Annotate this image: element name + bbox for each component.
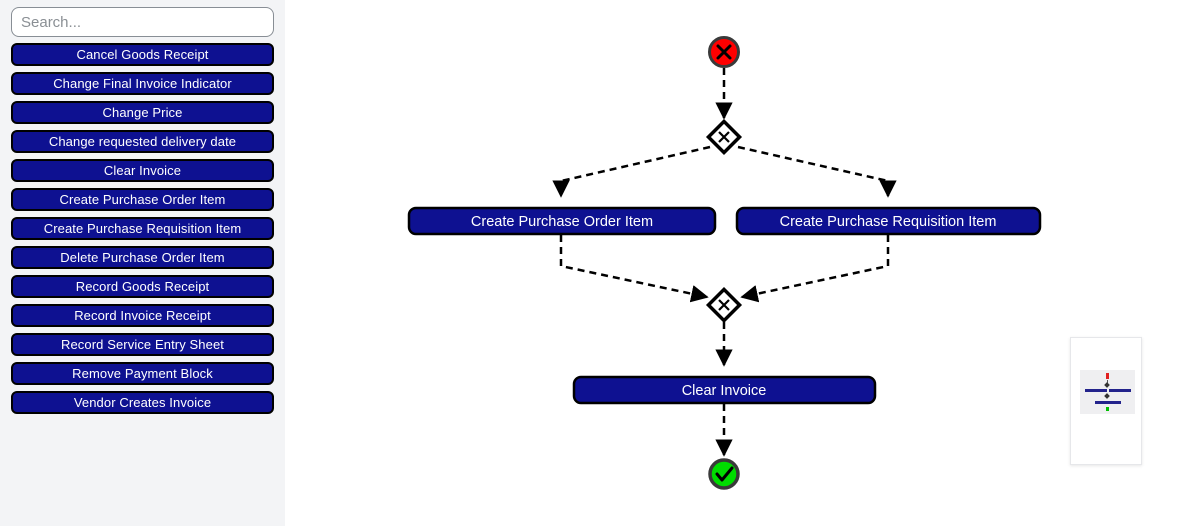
sidebar-item[interactable]: Create Purchase Requisition Item <box>11 217 274 240</box>
task-box <box>735 206 1042 236</box>
sidebar-item[interactable]: Record Goods Receipt <box>11 275 274 298</box>
task-create-purchase-order-item[interactable]: Create Purchase Order Item <box>407 206 717 236</box>
x-glyph <box>716 44 732 60</box>
task-box <box>407 206 717 236</box>
minimap-gateway-split <box>1104 382 1110 388</box>
task-create-purchase-requisition-item[interactable]: Create Purchase Requisition Item <box>735 206 1042 236</box>
sidebar-item[interactable]: Remove Payment Block <box>11 362 274 385</box>
sidebar-item[interactable]: Change requested delivery date <box>11 130 274 153</box>
check-circle-icon <box>708 458 740 490</box>
task-box <box>572 375 877 405</box>
diagram-canvas[interactable]: Create Purchase Order Item Create Purcha… <box>285 0 1204 526</box>
minimap-task-po <box>1085 389 1107 392</box>
check-glyph <box>715 466 734 482</box>
sidebar-item[interactable]: Create Purchase Order Item <box>11 188 274 211</box>
minimap-flow <box>1107 380 1108 384</box>
flow-gateway-to-task-po <box>552 145 711 198</box>
sidebar-item[interactable]: Change Final Invoice Indicator <box>11 72 274 95</box>
task-label: Create Purchase Order Item <box>471 214 653 230</box>
minimap-gateway-join <box>1104 393 1110 399</box>
minimap-start-node <box>1106 373 1109 379</box>
sidebar-item[interactable]: Clear Invoice <box>11 159 274 182</box>
process-flow-diagram: Create Purchase Order Item Create Purcha… <box>407 36 1042 490</box>
gateway-join-node[interactable] <box>705 286 743 324</box>
search-input[interactable] <box>11 7 274 37</box>
task-label: Create Purchase Requisition Item <box>780 214 997 230</box>
minimap-task-clear <box>1095 401 1121 404</box>
search-container <box>11 7 274 37</box>
task-clear-invoice[interactable]: Clear Invoice <box>572 375 877 405</box>
minimap-viewport[interactable] <box>1080 370 1135 414</box>
start-event-node[interactable] <box>708 36 740 68</box>
gateway-x-glyph <box>718 299 730 311</box>
sidebar-item[interactable]: Record Invoice Receipt <box>11 304 274 327</box>
sidebar-item[interactable]: Change Price <box>11 101 274 124</box>
gateway-split-node[interactable] <box>705 118 743 156</box>
sidebar-item[interactable]: Cancel Goods Receipt <box>11 43 274 66</box>
task-label: Clear Invoice <box>682 383 767 399</box>
minimap-panel[interactable] <box>1070 337 1142 465</box>
minimap-task-pr <box>1109 389 1131 392</box>
flow-task-pr-to-join <box>740 235 890 303</box>
flow-task-po-to-join <box>559 235 709 303</box>
minimap-end-node <box>1106 407 1109 411</box>
sidebar-item[interactable]: Vendor Creates Invoice <box>11 391 274 414</box>
end-event-node[interactable] <box>708 458 740 490</box>
gateway-x-glyph <box>718 131 730 143</box>
sequence-flows <box>552 68 897 457</box>
sidebar-item[interactable]: Delete Purchase Order Item <box>11 246 274 269</box>
flow-gateway-to-task-pr <box>737 145 897 198</box>
sidebar-item[interactable]: Record Service Entry Sheet <box>11 333 274 356</box>
